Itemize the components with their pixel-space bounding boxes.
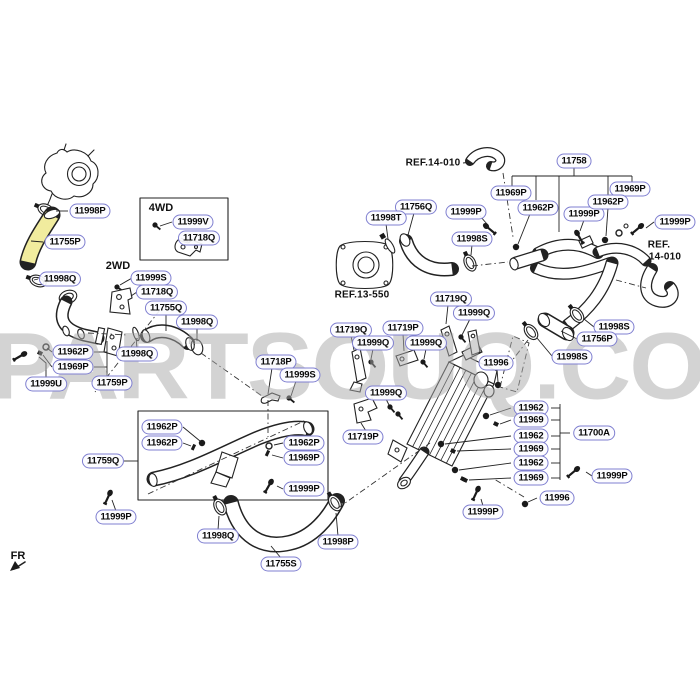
part-label-11998S[interactable]: 11998S xyxy=(451,231,493,247)
part-label-11998Q[interactable]: 11998Q xyxy=(115,346,159,362)
part-label-11759P[interactable]: 11759P xyxy=(91,375,133,391)
part-label-11998Q[interactable]: 11998Q xyxy=(38,271,82,287)
part-label-11962P[interactable]: 11962P xyxy=(517,200,559,216)
part-label-11758[interactable]: 11758 xyxy=(556,153,592,169)
part-label-11999V[interactable]: 11999V xyxy=(172,214,214,230)
fasteners-drawing xyxy=(102,221,646,508)
note-REF-: REF. xyxy=(647,239,671,251)
part-label-11969P[interactable]: 11969P xyxy=(490,185,532,201)
note-REF-13-550: REF.13-550 xyxy=(334,289,390,301)
center-pipe-assembly-drawing xyxy=(509,236,646,325)
part-label-11969P[interactable]: 11969P xyxy=(609,181,651,197)
part-label-11999S[interactable]: 11999S xyxy=(130,270,172,286)
part-label-11718Q[interactable]: 11718Q xyxy=(177,230,221,246)
part-label-11719Q[interactable]: 11719Q xyxy=(429,291,473,307)
throttle-body-drawing xyxy=(336,242,393,289)
turbocharger-drawing xyxy=(42,144,98,206)
part-label-11999Q[interactable]: 11999Q xyxy=(351,335,395,351)
part-label-11999P[interactable]: 11999P xyxy=(654,214,696,230)
part-label-11999P[interactable]: 11999P xyxy=(283,481,325,497)
part-label-11969P[interactable]: 11969P xyxy=(52,359,94,375)
pipe-11756Q-drawing xyxy=(379,232,452,269)
part-label-11969[interactable]: 11969 xyxy=(513,441,549,457)
part-label-11718P[interactable]: 11718P xyxy=(255,354,297,370)
part-label-11999S[interactable]: 11999S xyxy=(279,367,321,383)
part-label-11756Q[interactable]: 11756Q xyxy=(394,199,438,215)
tube-11755Q-drawing xyxy=(131,327,204,357)
part-label-11962P[interactable]: 11962P xyxy=(141,419,183,435)
part-label-11962P[interactable]: 11962P xyxy=(141,435,183,451)
part-label-11999P[interactable]: 11999P xyxy=(445,204,487,220)
note-REF-14-010: REF.14-010 xyxy=(405,157,461,169)
part-label-11996[interactable]: 11996 xyxy=(539,490,575,506)
part-label-11718Q[interactable]: 11718Q xyxy=(135,284,179,300)
fr-direction-arrow xyxy=(10,561,25,571)
part-label-11998P[interactable]: 11998P xyxy=(69,203,111,219)
part-label-11998T[interactable]: 11998T xyxy=(365,210,407,226)
11759Q-box-drawing xyxy=(138,411,328,500)
part-label-11962P[interactable]: 11962P xyxy=(283,435,325,451)
part-label-11999P[interactable]: 11999P xyxy=(95,509,137,525)
part-label-11998Q[interactable]: 11998Q xyxy=(196,528,240,544)
part-label-11962[interactable]: 11962 xyxy=(513,455,549,471)
11758-bracket-lines xyxy=(512,167,632,232)
part-label-11759Q[interactable]: 11759Q xyxy=(81,453,125,469)
part-label-11756P[interactable]: 11756P xyxy=(576,331,618,347)
part-label-11719P[interactable]: 11719P xyxy=(342,429,384,445)
part-label-11999Q[interactable]: 11999Q xyxy=(364,385,408,401)
2wd-bracket-drawing xyxy=(110,283,132,314)
part-label-11999U[interactable]: 11999U xyxy=(25,376,67,392)
note-14-010: 14-010 xyxy=(648,251,682,263)
part-label-11998S[interactable]: 11998S xyxy=(551,349,593,365)
part-label-11755Q[interactable]: 11755Q xyxy=(144,300,188,316)
part-label-11962P[interactable]: 11962P xyxy=(587,194,629,210)
11700A-bracket-lines xyxy=(551,404,570,480)
note-4WD: 4WD xyxy=(148,202,174,214)
part-label-11969[interactable]: 11969 xyxy=(513,412,549,428)
part-label-11719P[interactable]: 11719P xyxy=(382,320,424,336)
left-pipe-drawing xyxy=(57,288,122,356)
part-label-11962P[interactable]: 11962P xyxy=(52,344,94,360)
part-label-11999Q[interactable]: 11999Q xyxy=(452,305,496,321)
note-2WD: 2WD xyxy=(105,260,131,272)
part-label-11998Q[interactable]: 11998Q xyxy=(175,314,219,330)
part-label-11969P[interactable]: 11969P xyxy=(283,450,325,466)
part-label-11999Q[interactable]: 11999Q xyxy=(404,335,448,351)
part-label-11969[interactable]: 11969 xyxy=(513,470,549,486)
part-label-11998P[interactable]: 11998P xyxy=(317,534,359,550)
bracket-11718P-drawing xyxy=(261,393,297,405)
intercooler-drawing xyxy=(388,344,497,491)
part-label-11999P[interactable]: 11999P xyxy=(591,468,633,484)
part-label-11755P[interactable]: 11755P xyxy=(44,234,86,250)
part-label-11755S[interactable]: 11755S xyxy=(260,556,302,572)
part-label-11999P[interactable]: 11999P xyxy=(462,504,504,520)
part-label-11999P[interactable]: 11999P xyxy=(563,206,605,222)
note-FR: FR xyxy=(10,550,26,562)
part-label-11700A[interactable]: 11700A xyxy=(573,425,615,441)
part-label-11996[interactable]: 11996 xyxy=(478,355,514,371)
part-label-11719Q[interactable]: 11719Q xyxy=(329,322,373,338)
